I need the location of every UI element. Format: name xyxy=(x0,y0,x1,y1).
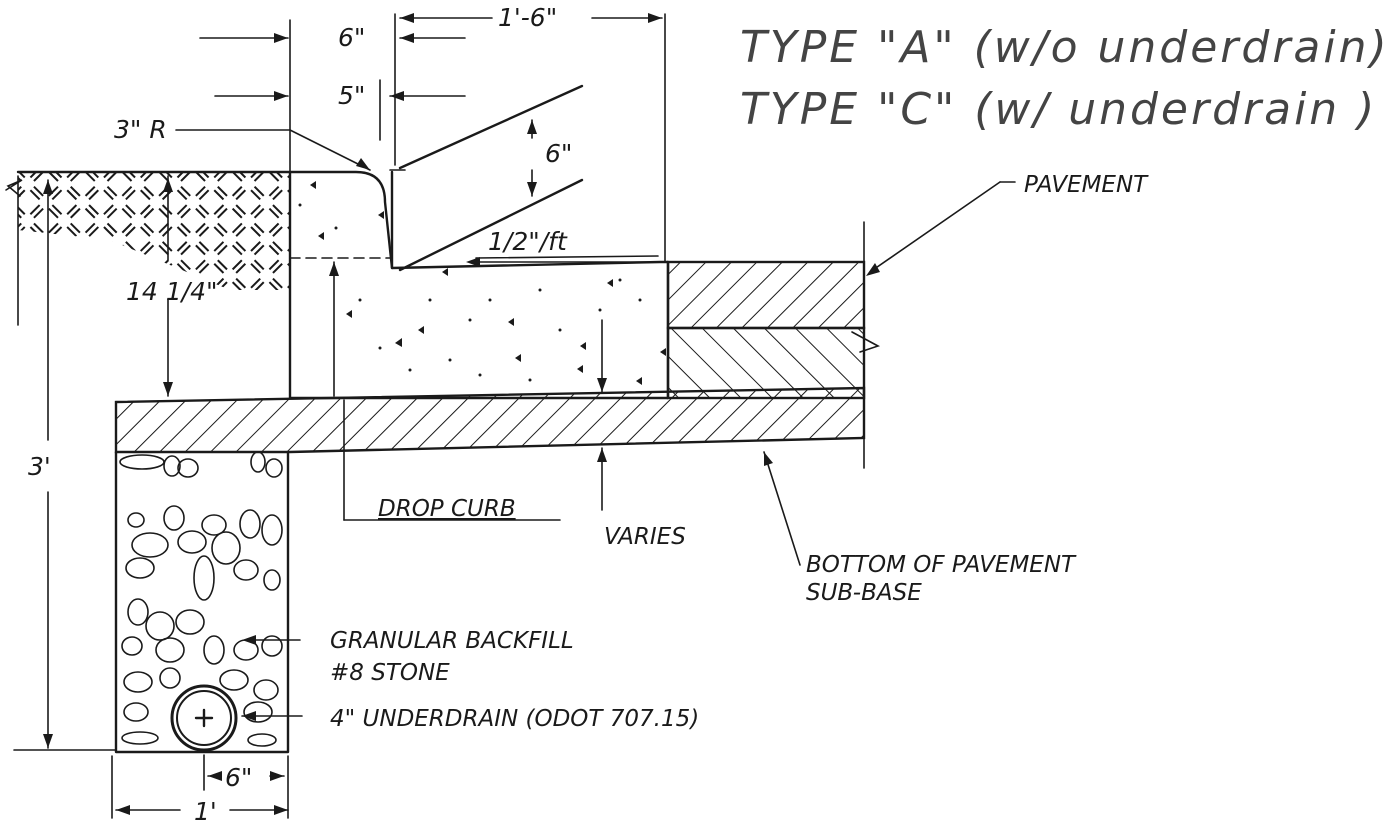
dim-total-depth: 3' xyxy=(28,452,51,481)
label-bottom-subbase-2: SUB-BASE xyxy=(806,580,922,606)
dim-depth: 14 1/4" xyxy=(126,277,218,306)
dim-trench-width: 1' xyxy=(194,797,217,825)
label-bottom-subbase-1: BOTTOM OF PAVEMENT xyxy=(806,552,1077,578)
dim-five-in: 5" xyxy=(338,81,365,110)
dim-top-width: 1'-6" xyxy=(498,3,557,32)
existing-ground xyxy=(5,170,292,290)
title-type-c: TYPE "C" (w/ underdrain ) xyxy=(740,84,1377,135)
dim-radius: 3" R xyxy=(114,115,167,144)
backfill-trench xyxy=(114,450,290,754)
label-underdrain: 4" UNDERDRAIN (ODOT 707.15) xyxy=(330,706,699,732)
concrete-curb xyxy=(288,170,670,400)
arrowheads xyxy=(43,13,880,815)
label-backfill-1: GRANULAR BACKFILL xyxy=(330,628,574,654)
label-backfill-2: #8 STONE xyxy=(330,660,450,686)
label-drop-curb: DROP CURB xyxy=(378,496,516,522)
dim-drain-offset: 6" xyxy=(225,763,252,792)
sub-base-layer xyxy=(114,386,866,454)
title-type-a: TYPE "A" (w/o underdrain) xyxy=(740,22,1389,73)
pavement-section xyxy=(666,221,881,469)
dim-six-in-face: 6" xyxy=(545,139,572,168)
stone-pattern xyxy=(119,451,283,747)
dim-six-in-top: 6" xyxy=(338,23,365,52)
label-varies: VARIES xyxy=(604,524,686,550)
label-pavement: PAVEMENT xyxy=(1024,172,1149,198)
curb-face-guides xyxy=(379,13,666,272)
underdrain-pipe xyxy=(170,684,238,752)
concrete-speckles xyxy=(298,181,666,385)
dim-slope: 1/2"/ft xyxy=(488,227,568,256)
